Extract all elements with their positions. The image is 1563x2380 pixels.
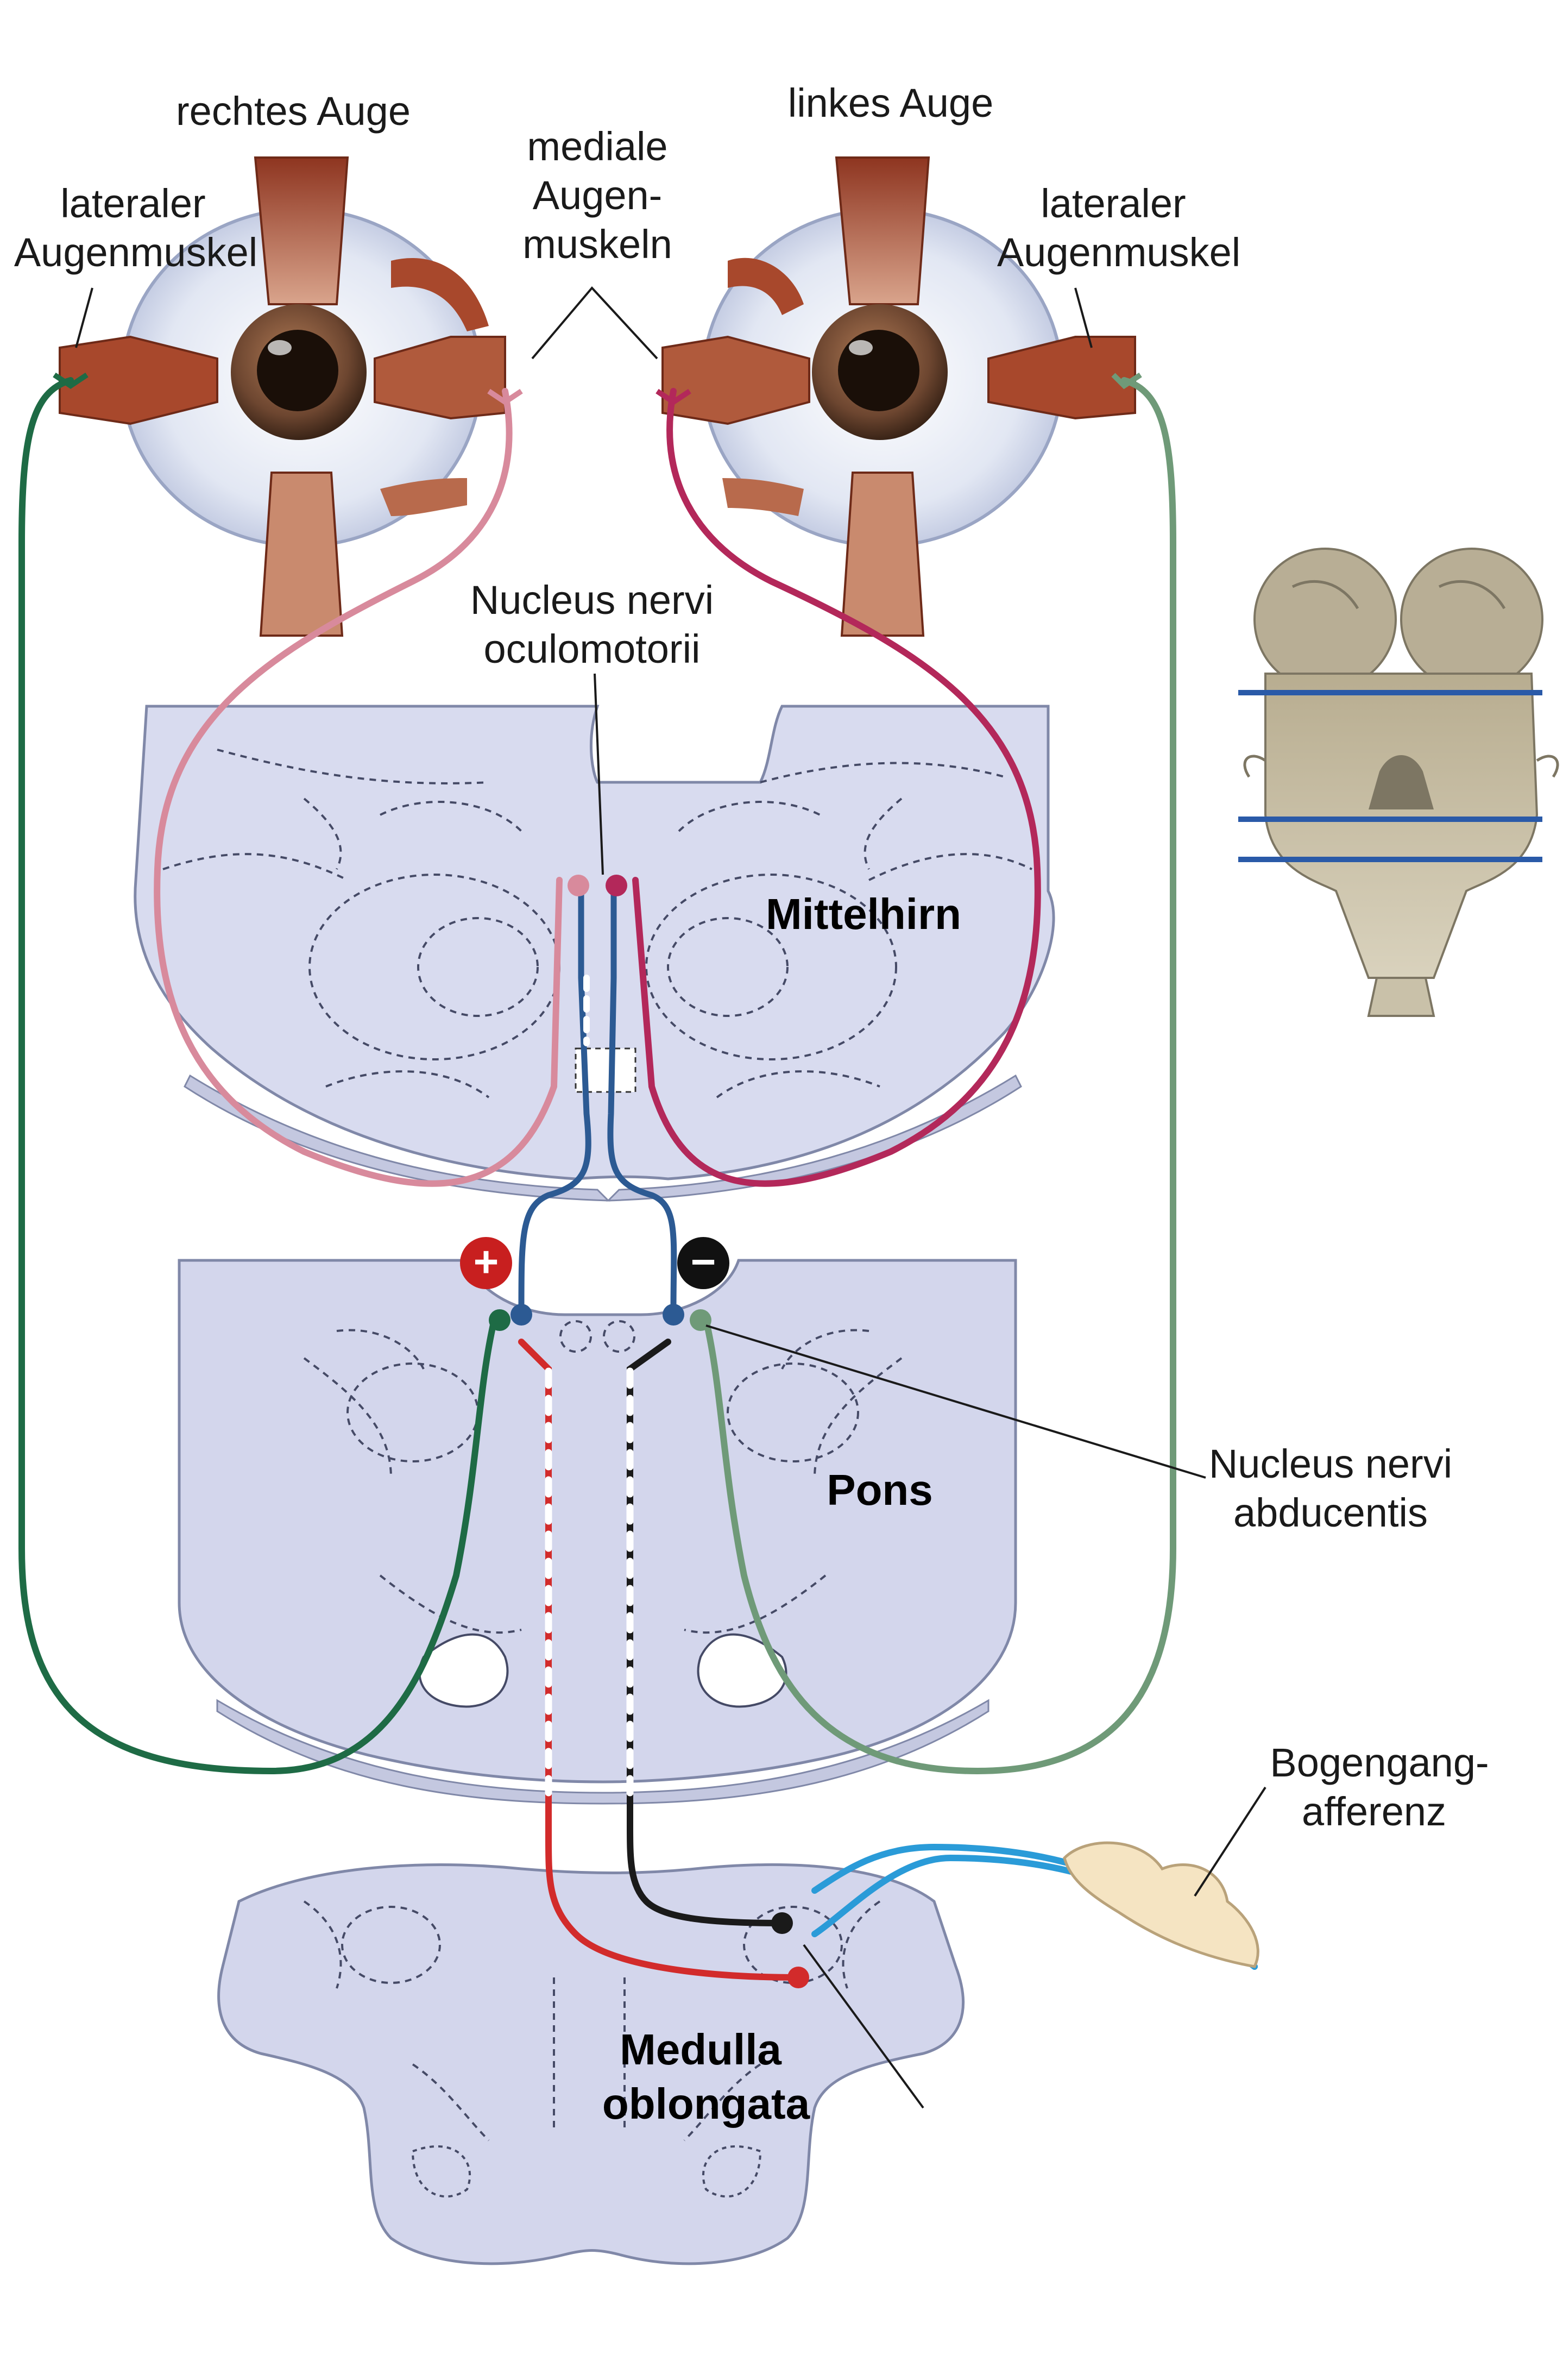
label-bogengang-1: Bogengang- [1270,1740,1489,1785]
leader-lines [75,286,1266,2109]
left-eye-icon [661,156,1136,637]
label-abducens-1: Nucleus nervi [1209,1441,1452,1486]
pathway-pink [154,388,563,1187]
excitatory-symbol: + [460,1237,512,1289]
labels: rechtes Auge linkes Auge mediale Augen- … [14,80,1489,2128]
neural-pathways [18,377,1258,1981]
label-oculomotor-2: oculomotorii [484,626,701,671]
pathway-black [627,1339,785,1926]
label-mittelhirn: Mittelhirn [766,890,961,938]
label-bogengang-2: afferenz [1302,1789,1446,1834]
label-right-eye: rechtes Auge [176,89,411,134]
label-lateral-right-2: Augenmuskel [997,230,1240,275]
midbrain-section [134,705,1055,1202]
pathway-crimson [632,388,1041,1187]
pathway-green-dark [18,377,497,1775]
ganglion-icon [1063,1841,1259,1968]
label-medial-1: mediale [527,124,667,169]
label-medial-2: Augen- [533,173,663,218]
label-pons: Pons [827,1466,933,1514]
label-lateral-left-1: lateraler [60,181,205,226]
label-oculomotor-1: Nucleus nervi [470,577,714,623]
right-eye-icon [59,156,506,637]
pathway-red [518,1339,802,1981]
inhibitory-symbol: − [677,1237,729,1289]
label-medial-3: muskeln [522,222,672,267]
label-lateral-right-1: lateraler [1041,181,1186,226]
medulla-section [217,1863,965,2265]
svg-text:+: + [474,1238,499,1286]
pons-section [178,1259,1017,1805]
label-left-eye: linkes Auge [788,80,994,125]
svg-text:−: − [691,1238,716,1286]
label-medulla-1: Medulla [620,2025,781,2074]
brainstem-icon [1238,548,1559,1017]
label-lateral-left-2: Augenmuskel [14,230,257,275]
label-abducens-2: abducentis [1233,1490,1428,1535]
label-medulla-2: oblongata [602,2080,810,2128]
pathway-blue [518,882,591,1313]
pathway-green-light [703,377,1176,1775]
